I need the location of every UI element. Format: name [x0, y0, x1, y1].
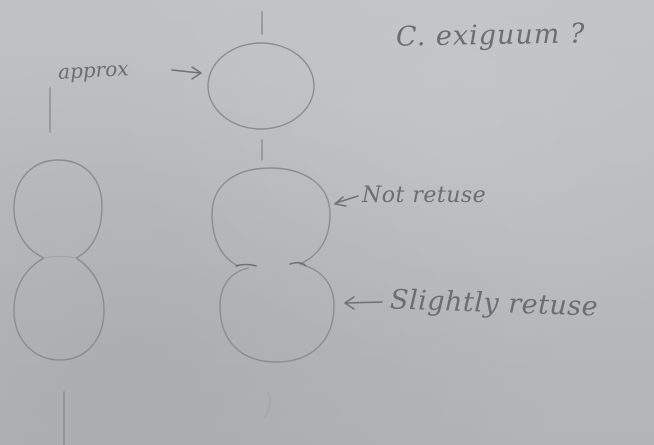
- not-retuse-label: Not retuse: [362, 183, 487, 208]
- right-cell-lower-semicell: [219, 263, 335, 363]
- left-cell-isthmus: [43, 255, 77, 259]
- species-title: C. exiguum ?: [395, 18, 586, 53]
- right-cell-isthmus-notch-left: [235, 263, 257, 267]
- not-retuse-arrow-head: [334, 196, 347, 207]
- not-retuse-arrow: [335, 195, 359, 204]
- faint-mark: [263, 391, 271, 419]
- right-cell-upper-semicell: [211, 167, 331, 267]
- right-cell-isthmus-notch-right: [289, 261, 307, 267]
- slightly-retuse-arrow: [345, 301, 383, 304]
- approx-label: approx: [57, 56, 130, 84]
- left-cell-lower-semicell: [13, 257, 105, 361]
- approx-arrow-head: [191, 66, 202, 80]
- left-cell-upper-semicell: [13, 159, 103, 259]
- approx-arrow: [171, 69, 201, 74]
- slightly-retuse-label: Slightly retuse: [389, 284, 599, 323]
- apical-view-oval: [207, 42, 315, 130]
- slightly-retuse-arrow-head: [344, 296, 355, 310]
